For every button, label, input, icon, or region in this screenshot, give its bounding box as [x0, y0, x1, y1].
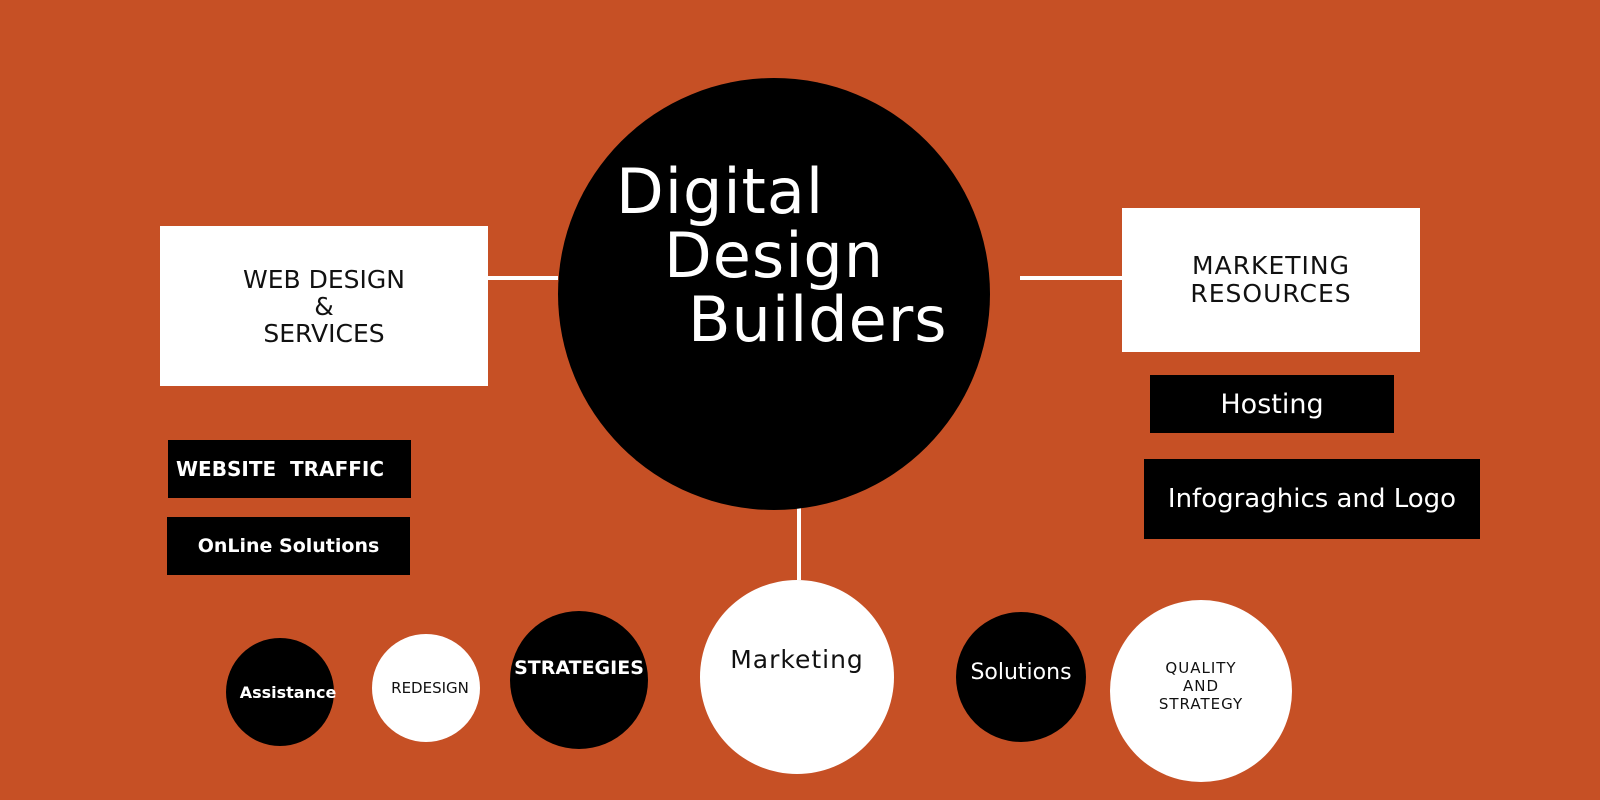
hosting-tag: Hosting — [1150, 375, 1394, 433]
hub-title-line-1: Digital — [616, 155, 825, 228]
hub-title-line-2: Design — [664, 219, 885, 292]
quality-strategy-circle: QUALITY AND STRATEGY — [1110, 600, 1292, 782]
hub-title-line-3: Builders — [688, 283, 948, 356]
marketing-resources-box: MARKETING RESOURCES — [1122, 208, 1420, 352]
redesign-label: REDESIGN — [391, 679, 469, 697]
quality-strategy-label: QUALITY AND STRATEGY — [1158, 659, 1244, 713]
strategies-circle: STRATEGIES — [510, 611, 648, 749]
web-design-services-label: WEB DESIGN & SERVICES — [243, 264, 405, 348]
hosting-label: Hosting — [1220, 388, 1324, 420]
connector-left — [486, 276, 558, 280]
connector-bottom — [797, 506, 801, 580]
solutions-label: Solutions — [970, 659, 1072, 685]
infographics-logo-label: Infograghics and Logo — [1167, 484, 1457, 514]
solutions-circle: Solutions — [956, 612, 1086, 742]
marketing-circle: Marketing — [700, 580, 894, 774]
assistance-circle: Assistance — [226, 638, 337, 746]
marketing-label: Marketing — [730, 644, 864, 674]
redesign-circle: REDESIGN — [372, 634, 480, 742]
website-traffic-tag: WEBSITE TRAFFIC — [168, 440, 411, 498]
web-design-services-box: WEB DESIGN & SERVICES — [160, 226, 488, 386]
strategies-label: STRATEGIES — [514, 657, 644, 679]
connector-right — [1020, 276, 1122, 280]
website-traffic-label: WEBSITE TRAFFIC — [176, 457, 385, 481]
online-solutions-label: OnLine Solutions — [197, 535, 380, 557]
assistance-label: Assistance — [239, 682, 337, 702]
infographics-logo-tag: Infograghics and Logo — [1144, 459, 1480, 539]
online-solutions-tag: OnLine Solutions — [167, 517, 410, 575]
marketing-resources-label: MARKETING RESOURCES — [1190, 251, 1352, 308]
